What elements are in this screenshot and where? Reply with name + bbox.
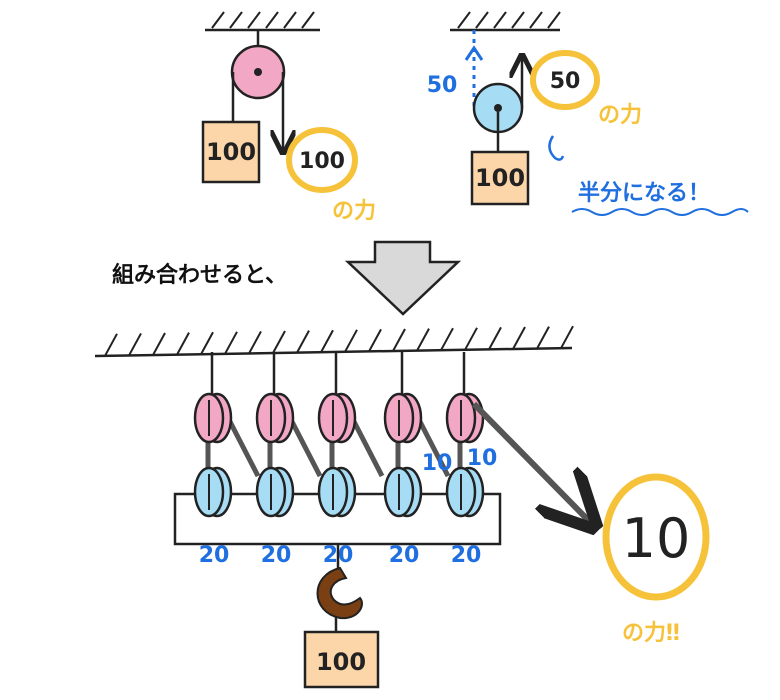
movable-pulley-example: 100 50 50 の力 半分になる！ [427,11,749,216]
weight-label: 100 [316,648,366,676]
ceiling-hatch [320,329,334,353]
ceiling-hatch [488,326,502,350]
pulley-unit [383,352,451,518]
force-suffix: の力 [598,103,642,128]
left-force-label: 50 [427,73,458,98]
force-suffix: の力 [332,199,376,224]
down-arrow-icon [344,240,462,316]
pulley-unit [445,352,485,518]
weight-label: 100 [206,138,256,166]
ceiling-hatch [464,327,478,351]
right-force-label: 50 [550,69,581,94]
ceiling-hatch [128,332,142,356]
segment-label: 20 [451,543,482,568]
force-highlight [286,127,358,193]
segment-label: 20 [199,543,230,568]
ceiling-hatch [272,330,286,354]
transition-text: 組み合わせると、 [112,262,287,288]
pulley-unit [255,352,323,518]
ceiling-hatch [392,328,406,352]
ceiling-hatch [152,332,166,356]
ceiling-hatch [560,325,574,349]
ceiling-hatch [512,326,526,350]
ceiling-hatch [176,332,190,356]
hook-icon [316,566,363,620]
force-highlight [530,50,600,110]
result-suffix: の力‼ [622,621,680,646]
last-pulley-label-2: 10 [467,446,498,471]
ceiling-hatch [440,327,454,351]
fixed-pulley-example: 100 100 の力 [201,11,376,224]
ceiling-hatch [416,328,430,352]
result-force: 10 [622,507,691,570]
segment-label: 20 [389,543,420,568]
pulley-unit [317,352,385,518]
half-note: 半分になる！ [578,181,710,206]
segment-label: 20 [261,543,292,568]
force-label: 100 [299,149,345,174]
ceiling-hatch [224,331,238,355]
ceiling-hatch [200,331,214,355]
ceiling-hatch [536,326,550,350]
last-pulley-label-1: 10 [422,451,453,476]
pulley-unit [193,352,261,518]
weight-box [201,120,261,184]
ceiling-hatch [296,330,310,354]
ceiling-hatch [344,329,358,353]
weight-box [470,150,530,206]
ceiling-hatch [104,333,118,357]
result-highlight [602,473,710,601]
ceiling-hatch [368,328,382,352]
weight-box [303,630,380,689]
ceiling-hatch [248,330,262,354]
weight-label: 100 [475,164,525,192]
